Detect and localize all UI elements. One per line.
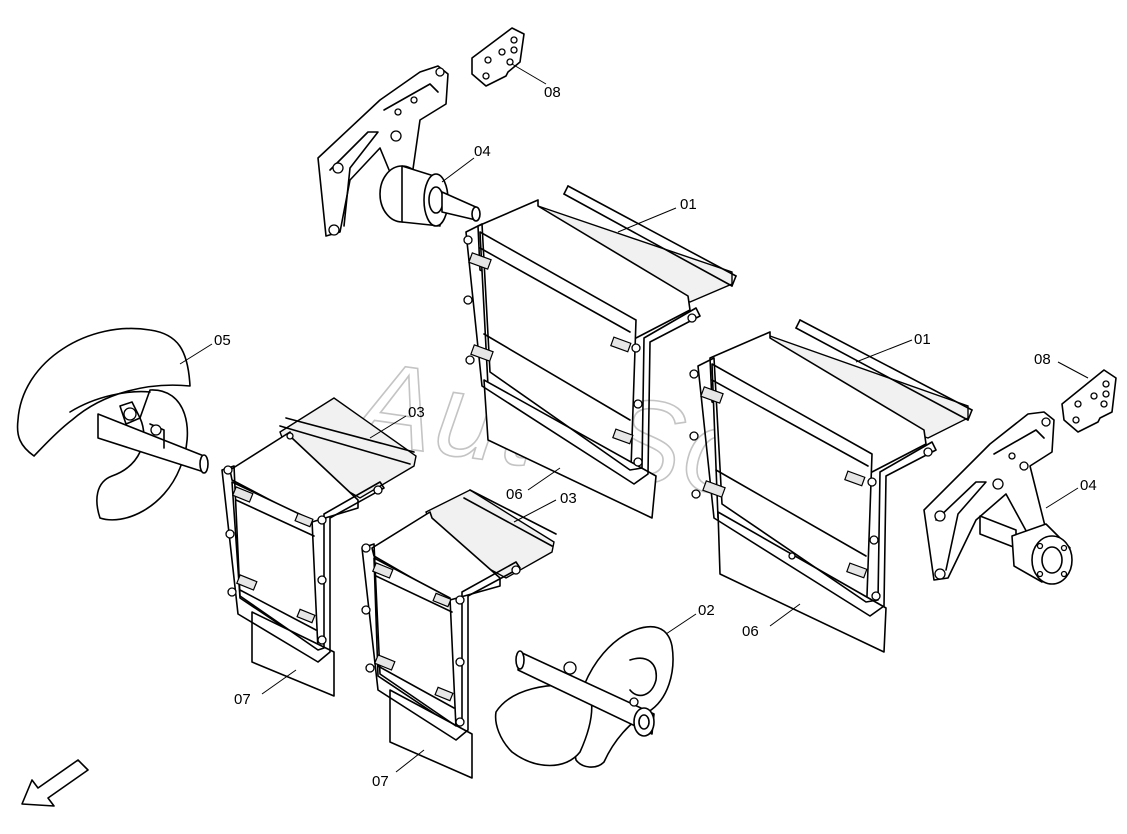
leader-lines	[179, 63, 1089, 773]
callout-06-right: 06	[742, 623, 759, 640]
callout-05: 05	[214, 332, 231, 349]
callout-01-right: 01	[914, 331, 931, 348]
arrow-down-left-icon	[21, 759, 89, 807]
part-03-module-left	[221, 397, 417, 697]
part-04-arm-top	[317, 65, 481, 237]
part-05-drum-left	[16, 327, 209, 521]
part-02-drum-right	[494, 625, 674, 768]
part-08-plate-right	[1061, 369, 1117, 433]
callout-02: 02	[698, 602, 715, 619]
callout-04-top: 04	[474, 143, 491, 160]
callout-07-middle: 07	[372, 773, 389, 790]
callout-07-left: 07	[234, 691, 251, 708]
part-03-module-middle	[361, 489, 557, 779]
callout-06-upper: 06	[506, 486, 523, 503]
callout-03-middle: 03	[560, 490, 577, 507]
callout-03-left: 03	[408, 404, 425, 421]
part-04-arm-right	[923, 411, 1073, 585]
part-01-frame-right	[689, 319, 973, 653]
callout-08-top: 08	[544, 84, 561, 101]
part-08-plate-top	[471, 27, 525, 87]
callout-04-right: 04	[1080, 477, 1097, 494]
callout-labels: 08 04 01 05 03 06 03 01 08 04 02 06 07 0…	[214, 84, 1097, 790]
callout-08-right: 08	[1034, 351, 1051, 368]
part-01-frame-upper	[463, 185, 737, 519]
callout-01-upper: 01	[680, 196, 697, 213]
